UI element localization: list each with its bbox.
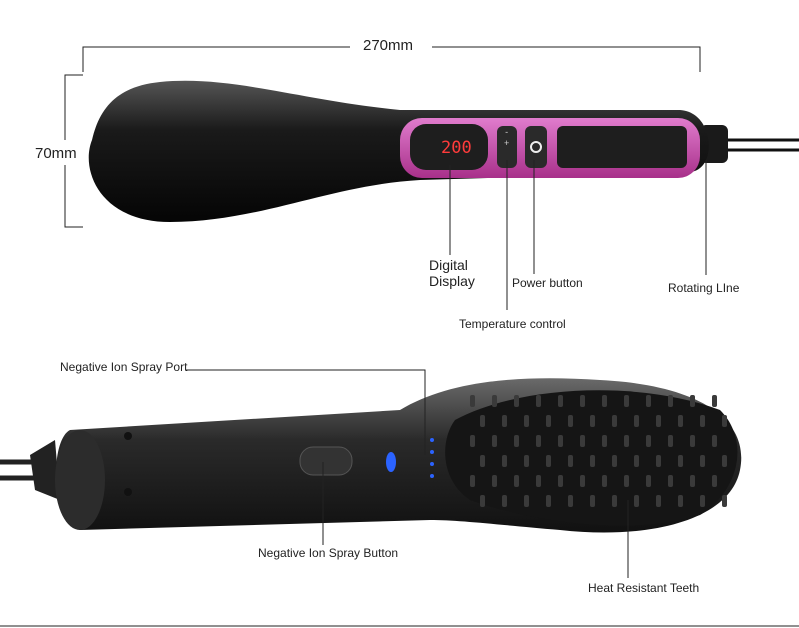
bristle bbox=[470, 395, 475, 407]
bristle bbox=[656, 495, 661, 507]
bristle bbox=[536, 395, 541, 407]
bristle bbox=[612, 455, 617, 467]
bristle bbox=[646, 475, 651, 487]
bristle bbox=[700, 455, 705, 467]
bristle bbox=[480, 495, 485, 507]
length-dimension-line bbox=[82, 46, 701, 72]
bristle bbox=[678, 415, 683, 427]
width-dimension-line bbox=[64, 74, 83, 228]
bristle bbox=[602, 435, 607, 447]
bristle bbox=[558, 395, 563, 407]
bristle bbox=[590, 455, 595, 467]
top-brush bbox=[88, 80, 799, 222]
bristle bbox=[700, 495, 705, 507]
temperature-control-label: Temperature control bbox=[459, 317, 566, 331]
bristle bbox=[524, 495, 529, 507]
callout-lines-top bbox=[449, 160, 707, 310]
bristle bbox=[546, 415, 551, 427]
bristle bbox=[536, 435, 541, 447]
ion-spray-button[interactable] bbox=[299, 446, 353, 476]
bristle bbox=[678, 495, 683, 507]
bristle bbox=[624, 395, 629, 407]
led-indicator bbox=[386, 452, 396, 472]
bristle bbox=[492, 475, 497, 487]
bristle bbox=[646, 395, 651, 407]
display-reading: 200 bbox=[441, 138, 472, 158]
width-label: 70mm bbox=[35, 145, 77, 162]
length-label: 270mm bbox=[363, 37, 414, 54]
bristle bbox=[568, 495, 573, 507]
bristle bbox=[656, 415, 661, 427]
bristle bbox=[634, 415, 639, 427]
power-icon bbox=[530, 141, 542, 153]
bristle bbox=[690, 395, 695, 407]
bristle bbox=[514, 435, 519, 447]
bristle bbox=[558, 475, 563, 487]
bristle bbox=[712, 395, 717, 407]
bristle bbox=[470, 475, 475, 487]
bristle bbox=[602, 475, 607, 487]
bristle bbox=[590, 415, 595, 427]
bristle bbox=[722, 455, 727, 467]
bristle bbox=[690, 435, 695, 447]
rotating-line-label: Rotating LIne bbox=[668, 281, 740, 295]
bristle bbox=[668, 475, 673, 487]
ion-spray-port-label: Negative Ion Spray Port bbox=[60, 360, 188, 374]
plus-icon: + bbox=[504, 138, 510, 148]
bristle bbox=[492, 435, 497, 447]
bristle bbox=[502, 415, 507, 427]
bristle bbox=[524, 415, 529, 427]
power-button-label: Power button bbox=[512, 276, 583, 290]
bristle bbox=[470, 435, 475, 447]
bristle bbox=[546, 495, 551, 507]
bristle bbox=[690, 475, 695, 487]
bristle bbox=[492, 395, 497, 407]
bristle bbox=[646, 435, 651, 447]
bristle bbox=[678, 455, 683, 467]
bristle bbox=[624, 435, 629, 447]
bristle bbox=[568, 415, 573, 427]
temp-control-glyphs: -+ bbox=[504, 127, 509, 149]
bristle bbox=[546, 455, 551, 467]
bristle bbox=[502, 455, 507, 467]
bristle bbox=[514, 395, 519, 407]
bristle bbox=[634, 455, 639, 467]
bristle bbox=[602, 395, 607, 407]
bristle bbox=[722, 415, 727, 427]
minus-icon: - bbox=[505, 127, 509, 137]
bristle bbox=[568, 455, 573, 467]
bottom-brush bbox=[0, 378, 742, 533]
heat-resistant-teeth-label: Heat Resistant Teeth bbox=[588, 581, 700, 595]
bristle bbox=[712, 475, 717, 487]
power-button[interactable] bbox=[525, 126, 547, 168]
bristle bbox=[580, 435, 585, 447]
temperature-control-button[interactable] bbox=[497, 126, 517, 168]
ion-spray-button-label: Negative Ion Spray Button bbox=[258, 546, 399, 560]
bristle bbox=[514, 475, 519, 487]
callout-lines-bottom bbox=[186, 369, 629, 578]
bristle bbox=[722, 495, 727, 507]
bristle bbox=[502, 495, 507, 507]
bristle bbox=[624, 475, 629, 487]
bristle bbox=[668, 435, 673, 447]
bristle bbox=[656, 455, 661, 467]
bristle bbox=[524, 455, 529, 467]
bristle bbox=[558, 435, 563, 447]
bristle bbox=[712, 435, 717, 447]
bristle bbox=[668, 395, 673, 407]
digital-display bbox=[410, 124, 488, 170]
bristle bbox=[634, 495, 639, 507]
bristle bbox=[612, 415, 617, 427]
bristle bbox=[612, 495, 617, 507]
bristle bbox=[580, 395, 585, 407]
bristle bbox=[480, 415, 485, 427]
bristle bbox=[700, 415, 705, 427]
bristle bbox=[590, 495, 595, 507]
bristle bbox=[580, 475, 585, 487]
bristle bbox=[536, 475, 541, 487]
bristle bbox=[480, 455, 485, 467]
